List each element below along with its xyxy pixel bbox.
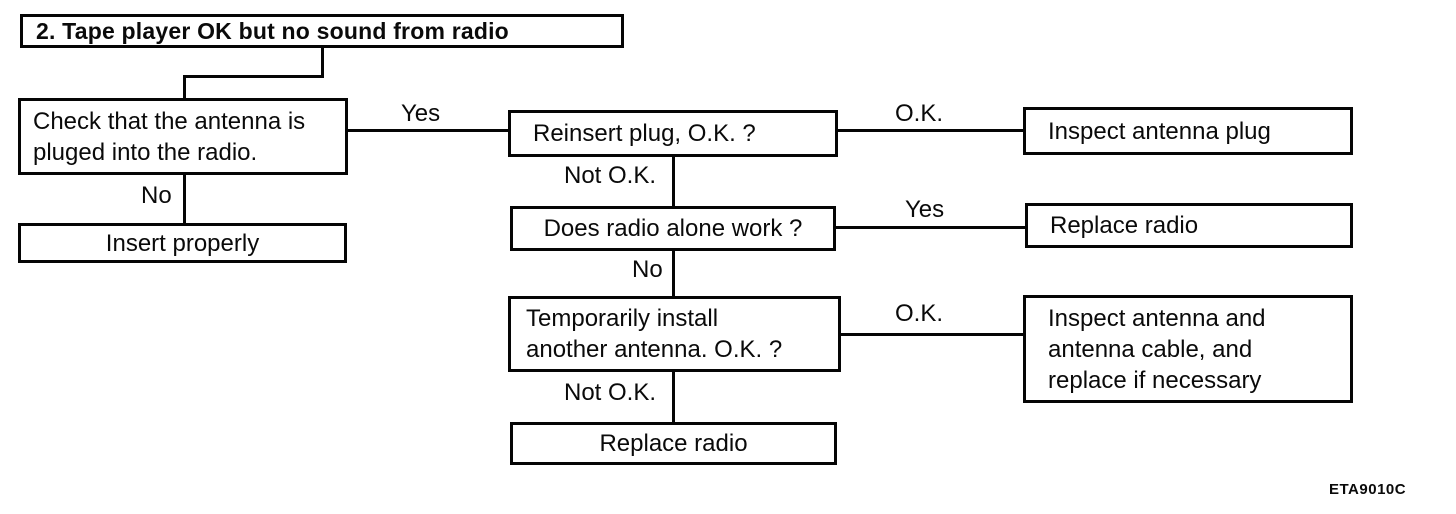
connector-check-yes <box>348 129 508 132</box>
connector-title-into-check <box>183 75 186 101</box>
node-replace-radio-bottom: Replace radio <box>510 422 837 465</box>
node-check-antenna: Check that the antenna is pluged into th… <box>18 98 348 175</box>
edge-label-radio-no: No <box>630 256 665 283</box>
edge-label-reinsert-not-ok: Not O.K. <box>562 162 659 189</box>
connector-title-across <box>183 75 324 78</box>
connector-reinsert-ok <box>836 129 1023 132</box>
connector-reinsert-not-ok <box>672 155 675 208</box>
node-inspect-antenna-plug: Inspect antenna plug <box>1023 107 1353 155</box>
edge-label-reinsert-ok: O.K. <box>893 100 946 127</box>
reference-code: ETA9010C <box>1329 481 1407 498</box>
node-title: 2. Tape player OK but no sound from radi… <box>20 14 624 48</box>
connector-temp-ok <box>839 333 1023 336</box>
edge-label-temp-ok: O.K. <box>893 300 946 327</box>
edge-label-temp-not-ok: Not O.K. <box>562 379 659 406</box>
node-does-radio-alone-work: Does radio alone work ? <box>510 206 836 251</box>
connector-check-no <box>183 173 186 225</box>
connector-radio-no <box>672 250 675 298</box>
node-replace-radio-right: Replace radio <box>1025 203 1353 248</box>
edge-label-check-no: No <box>139 182 174 209</box>
connector-title-down <box>321 48 324 78</box>
node-insert-properly: Insert properly <box>18 223 347 263</box>
connector-temp-not-ok <box>672 371 675 424</box>
connector-radio-yes <box>836 226 1025 229</box>
edge-label-check-yes: Yes <box>399 100 443 127</box>
node-temporarily-install-antenna: Temporarily install another antenna. O.K… <box>508 296 841 372</box>
node-inspect-antenna-cable: Inspect antenna and antenna cable, and r… <box>1023 295 1353 403</box>
node-reinsert-plug: Reinsert plug, O.K. ? <box>508 110 838 157</box>
edge-label-radio-yes: Yes <box>903 196 947 223</box>
